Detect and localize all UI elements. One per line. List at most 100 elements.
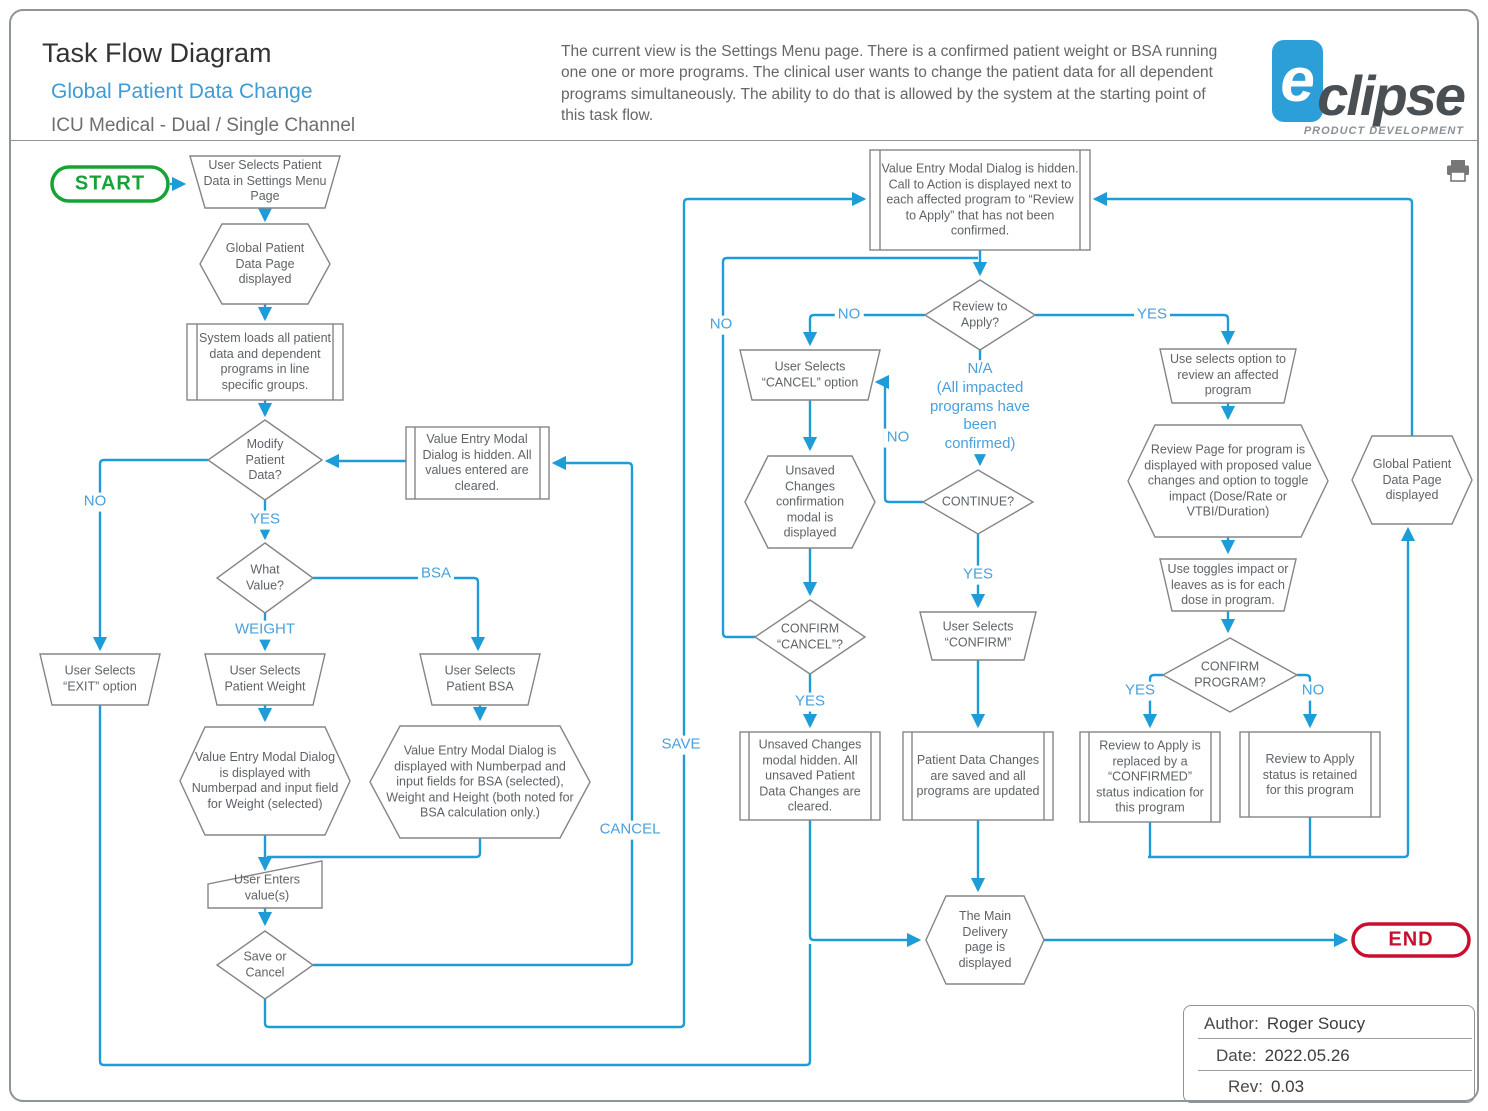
patient-saved-label: Patient Data Changes are saved and all p…	[916, 752, 1040, 798]
main-delivery-shape	[925, 895, 1045, 985]
connector-cp-yes	[1142, 673, 1163, 729]
status-retained-label: Review to Apply status is retained for t…	[1262, 751, 1358, 797]
connector-exit-bottom-loop	[98, 705, 812, 1067]
what-value-decision-shape	[215, 542, 315, 614]
review-page-shape	[1127, 424, 1329, 538]
rev-value: 0.03	[1270, 1077, 1305, 1096]
toggles-label: Use toggles impact or leaves as is for e…	[1167, 561, 1289, 607]
review-apply-label: Review to Apply?	[952, 299, 1008, 330]
vem-weight-label: Value Entry Modal Dialog is displayed wi…	[191, 750, 339, 811]
end-terminator-label: END	[1388, 928, 1434, 951]
continue-decision-shape	[921, 469, 1035, 535]
start-terminator-shape	[50, 165, 170, 203]
save-cancel-decision-shape	[215, 930, 315, 1000]
end-terminator-shape	[1351, 922, 1471, 958]
exit-option-shape	[39, 653, 161, 706]
connector-cancel-loop	[313, 455, 634, 967]
connector-unsavedhidden-delivery	[808, 820, 922, 948]
branch-label-bsa: BSA	[417, 564, 455, 584]
author-value: Roger Soucy	[1266, 1014, 1366, 1033]
unsaved-hidden-label: Unsaved Changes modal hidden. All unsave…	[758, 737, 862, 814]
vem-bsa-label: Value Entry Modal Dialog is displayed wi…	[386, 743, 574, 820]
what-value-label: What Value?	[246, 562, 284, 593]
page-border	[9, 9, 1479, 1102]
connector-vembsa-merge	[267, 838, 482, 859]
connector-cp-no	[1297, 673, 1318, 729]
toggles-shape	[1159, 558, 1297, 612]
confirmed-status-label: Review to Apply is replaced by a “CONFIR…	[1096, 738, 1204, 815]
branch-label-confirmprogram-yes: YES	[1121, 681, 1159, 701]
date-row: Date: 2022.05.26	[1216, 1046, 1350, 1066]
connector-review-yes-affected	[1035, 313, 1236, 346]
select-bsa-shape	[419, 653, 541, 706]
branch-label-weight: WEIGHT	[232, 620, 298, 640]
branch-label-review-yes: YES	[1133, 305, 1171, 325]
select-weight-label: User Selects Patient Weight	[224, 663, 306, 694]
eclipse-logo-tagline: PRODUCT DEVELOPMENT	[1303, 125, 1464, 137]
print-icon[interactable]	[1446, 160, 1470, 187]
branch-label-confirmprogram-no: NO	[1298, 681, 1328, 701]
confirm-program-decision-shape	[1161, 637, 1299, 713]
select-bsa-label: User Selects Patient BSA	[444, 663, 516, 694]
global-pdp2-label: Global Patient Data Page displayed	[1372, 456, 1452, 502]
review-apply-decision-shape	[923, 279, 1037, 351]
branch-label-save: SAVE	[658, 735, 704, 755]
save-cancel-label: Save or Cancel	[243, 949, 287, 980]
enter-values-label: User Enters value(s)	[234, 872, 300, 903]
product-line: ICU Medical - Dual / Single Channel	[51, 115, 356, 136]
system-loads-label: System loads all patient data and depend…	[199, 331, 332, 392]
select-weight-shape	[204, 653, 326, 706]
connector-what-bsa	[313, 576, 486, 652]
global-pdp1-shape	[199, 223, 331, 305]
unsaved-modal-label: Unsaved Changes confirmation modal is di…	[775, 463, 845, 540]
branch-label-review-no: NO	[834, 305, 864, 325]
branch-label-modify-yes: YES	[246, 510, 284, 530]
enter-values-shape	[207, 860, 323, 909]
vem-cleared-shape	[405, 426, 550, 500]
review-page-label: Review Page for program is displayed wit…	[1144, 442, 1312, 519]
patient-saved-shape	[902, 731, 1054, 821]
confirm-cancel-decision-shape	[753, 599, 867, 675]
rev-row: Rev: 0.03	[1228, 1077, 1304, 1097]
connector-confirmcancel-no-loop	[721, 256, 978, 639]
connector-review-no-cancel	[802, 313, 925, 347]
modify-decision-label: Modify Patient Data?	[245, 436, 285, 482]
vem-bsa-shape	[369, 725, 591, 839]
page-title: Task Flow Diagram	[42, 38, 272, 68]
cancel-option-label: User Selects “CANCEL” option	[761, 359, 859, 390]
connector-gpdp2-cta	[1092, 191, 1414, 436]
confirm-option-label: User Selects “CONFIRM”	[942, 619, 1014, 650]
unsaved-modal-shape	[744, 455, 876, 549]
vem-cleared-label: Value Entry Modal Dialog is hidden. All …	[422, 432, 532, 493]
confirm-program-label: CONFIRM PROGRAM?	[1194, 659, 1266, 690]
global-pdp2-shape	[1351, 435, 1473, 525]
select-data-shape	[189, 155, 341, 209]
branch-label-modify-no: NO	[80, 492, 110, 512]
date-label: Date:	[1216, 1046, 1257, 1065]
page-subtitle: Global Patient Data Change	[51, 80, 313, 103]
cancel-option-shape	[739, 349, 881, 401]
eclipse-logo-word: clipse	[1317, 64, 1466, 128]
document-info-box: Author:Roger Soucy Date: 2022.05.26 Rev: 0…	[1183, 1005, 1475, 1103]
branch-label-na: N/A (All impacted programs have been con…	[914, 360, 1046, 454]
exit-option-label: User Selects “EXIT” option	[63, 663, 137, 694]
select-data-label: User Selects Patient Data in Settings Me…	[203, 157, 327, 203]
unsaved-hidden-shape	[739, 731, 881, 821]
rev-label: Rev:	[1228, 1077, 1263, 1096]
confirm-cancel-label: CONFIRM “CANCEL”?	[777, 621, 843, 652]
branch-label-continue-no: NO	[883, 428, 913, 448]
global-pdp1-label: Global Patient Data Page displayed	[225, 240, 305, 286]
continue-label: CONTINUE?	[941, 494, 1015, 509]
author-row: Author:Roger Soucy	[1204, 1014, 1365, 1034]
connector-modify-no-exit	[92, 458, 208, 652]
connector-save-loop	[263, 191, 867, 1029]
confirmed-status-shape	[1079, 731, 1221, 823]
modify-decision-shape	[206, 419, 324, 501]
branch-label-cancel: CANCEL	[596, 820, 664, 840]
date-value: 2022.05.26	[1264, 1046, 1350, 1065]
branch-label-confirmcancel-yes: YES	[791, 692, 829, 712]
status-retained-shape	[1239, 731, 1381, 818]
eclipse-logo-mark: e	[1272, 40, 1324, 122]
main-delivery-label: The Main Delivery page is displayed	[958, 909, 1012, 970]
